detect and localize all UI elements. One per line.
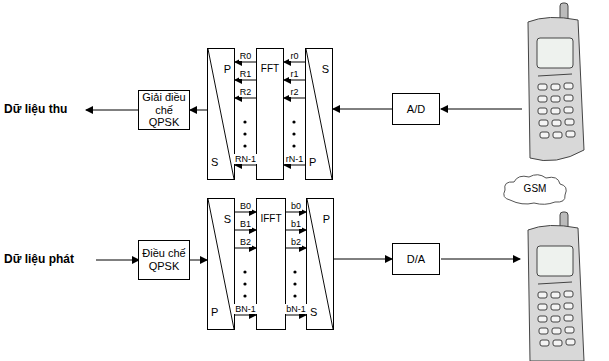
signal-label: RN-1 [234, 154, 257, 164]
signal-label: r0 [289, 51, 299, 61]
process-box: Điều chế QPSK [138, 240, 190, 280]
wire [86, 110, 139, 111]
converter-box: D/A [392, 243, 440, 275]
signal-arrow [190, 110, 207, 111]
port-letter: S [211, 156, 218, 169]
signal-label: b0 [290, 201, 302, 211]
box-label: Giải điều chế QPSK [139, 91, 189, 129]
signal-arrow [284, 98, 305, 99]
data-label: Dữ liệu thu [4, 102, 67, 116]
box-label: D/A [407, 253, 425, 266]
signal-arrow [284, 80, 305, 81]
wire [96, 260, 139, 261]
process-box: Giải điều chế QPSK [138, 90, 190, 130]
signal-label: R2 [239, 87, 253, 97]
signal-arrow [286, 315, 306, 316]
converter-box: SP [305, 48, 333, 180]
signal-arrow [235, 315, 256, 316]
signal-label: B1 [239, 219, 252, 229]
box-label: IFFT [260, 213, 281, 225]
signal-arrow [235, 165, 256, 166]
port-letter: S [224, 213, 231, 226]
signal-label: R1 [239, 69, 253, 79]
signal-arrow [284, 165, 305, 166]
signal-arrow [333, 109, 392, 110]
signal-label: BN-1 [234, 304, 257, 314]
signal-arrow [190, 260, 207, 261]
wire [441, 109, 522, 110]
signal-label: bN-1 [285, 304, 307, 314]
signal-label: B0 [239, 201, 252, 211]
signal-label: B2 [239, 237, 252, 247]
transform-box: FFT [256, 48, 284, 180]
box-label: A/D [407, 103, 425, 116]
signal-arrow [235, 212, 256, 213]
signal-arrow [235, 62, 256, 63]
port-letter: P [224, 63, 231, 76]
signal-label: b1 [290, 219, 302, 229]
box-label: FFT [261, 63, 279, 75]
converter-box: SP [207, 198, 235, 330]
signal-arrow [286, 212, 306, 213]
port-letter: S [310, 306, 317, 319]
port-letter: S [322, 63, 329, 76]
converter-box: PS [207, 48, 235, 180]
signal-arrow [235, 98, 256, 99]
box-label: GSM [524, 183, 547, 195]
signal-arrow [235, 248, 256, 249]
signal-arrow [334, 259, 392, 260]
converter-box: A/D [392, 93, 440, 125]
box-label: Điều chế QPSK [139, 247, 189, 272]
port-letter: P [323, 213, 330, 226]
phone-illustration [528, 212, 584, 361]
signal-label: r1 [289, 69, 299, 79]
data-label: Dữ liệu phát [4, 252, 74, 266]
signal-label: b2 [290, 237, 302, 247]
signal-arrow [284, 62, 305, 63]
signal-label: rN-1 [285, 154, 305, 164]
signal-label: r2 [289, 87, 299, 97]
signal-arrow [235, 230, 256, 231]
wire [441, 259, 520, 260]
signal-arrow [286, 248, 306, 249]
signal-arrow [235, 80, 256, 81]
port-letter: P [211, 306, 218, 319]
phone-illustration [528, 3, 584, 161]
network-cloud: GSM [500, 172, 570, 206]
signal-arrow [286, 230, 306, 231]
signal-label: R0 [239, 51, 253, 61]
port-letter: P [309, 156, 316, 169]
converter-box: PS [306, 198, 334, 330]
transform-box: IFFT [256, 198, 286, 330]
